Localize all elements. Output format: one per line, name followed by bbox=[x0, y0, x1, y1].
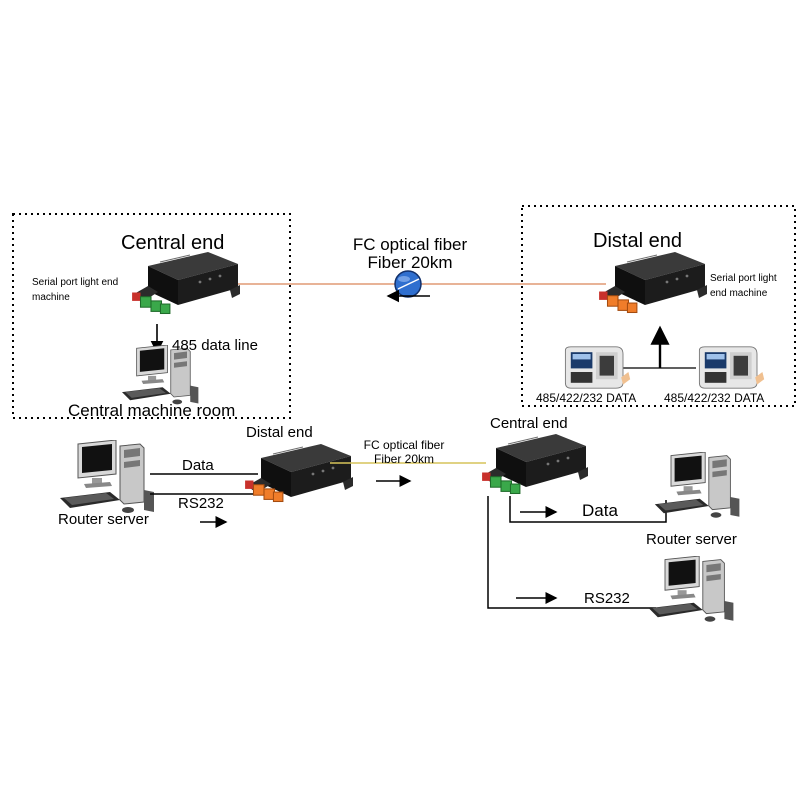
central-machine-room-label: Central machine room bbox=[68, 401, 236, 420]
distal-serial-port-label: Serial port light end machine bbox=[710, 273, 777, 299]
right-data-label: Data bbox=[582, 501, 618, 520]
distal-end-dashed-frame bbox=[521, 205, 796, 407]
right-rs232-line bbox=[487, 496, 656, 609]
central-end-title: Central end bbox=[121, 232, 225, 254]
attendance-terminal-left bbox=[564, 346, 631, 389]
right-rs232-computer bbox=[648, 556, 734, 623]
fiber-coupler-icon bbox=[394, 270, 422, 298]
device-label-2: 485/422/232 DATA bbox=[664, 391, 765, 405]
left-data-label: Data bbox=[182, 457, 214, 474]
distal-end-title: Distal end bbox=[593, 230, 682, 252]
right-router-server-computer bbox=[654, 452, 740, 519]
device-label-1: 485/422/232 DATA bbox=[536, 391, 637, 405]
bottom-distal-converter-device bbox=[244, 443, 353, 503]
right-rs232-label: RS232 bbox=[584, 590, 630, 607]
bottom-fiber-label-line1: FC optical fiber bbox=[363, 438, 445, 452]
bottom-central-converter-device bbox=[481, 433, 588, 495]
left-router-server-label: Router server bbox=[58, 511, 149, 528]
central-converter-device bbox=[131, 251, 240, 315]
bottom-distal-end-title: Distal end bbox=[246, 424, 313, 441]
data-line-label: 485 data line bbox=[172, 337, 258, 354]
top-fiber-label-line1: FC optical fiber bbox=[352, 235, 468, 254]
bottom-fiber-label-line2: Fiber 20km bbox=[373, 452, 435, 466]
central-end-dashed-frame bbox=[12, 213, 291, 419]
right-router-server-label: Router server bbox=[646, 531, 737, 548]
attendance-terminal-right bbox=[698, 346, 765, 389]
central-serial-port-label: Serial port light end machine bbox=[32, 277, 119, 303]
distal-converter-device bbox=[598, 251, 707, 314]
left-router-server-computer bbox=[59, 440, 155, 514]
bottom-central-end-title: Central end bbox=[490, 415, 568, 432]
left-rs232-label: RS232 bbox=[178, 495, 224, 512]
top-fiber-label-line2: Fiber 20km bbox=[367, 253, 453, 272]
